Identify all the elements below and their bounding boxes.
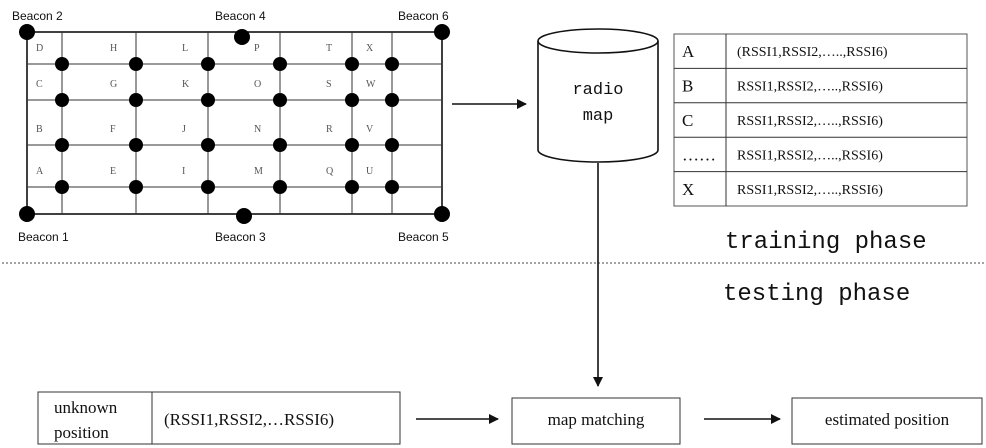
reference-point-x: [385, 57, 399, 71]
grid-lines: [27, 32, 442, 214]
reference-point-label-p: P: [254, 43, 260, 54]
reference-point-a: [55, 180, 69, 194]
reference-point-i: [201, 180, 215, 194]
unknown-position-label-line1: unknown: [54, 398, 118, 417]
unknown-position-box: unknown position (RSSI1,RSSI2,…RSSI6): [37, 391, 401, 445]
reference-point-e: [129, 180, 143, 194]
reference-point-label-n: N: [254, 124, 261, 135]
reference-point-label-j: J: [182, 124, 186, 135]
reference-point-d: [55, 57, 69, 71]
estimated-position-label: estimated position: [825, 410, 950, 429]
reference-point-r: [345, 138, 359, 152]
reference-point-f: [129, 138, 143, 152]
unknown-position-border: [37, 391, 401, 445]
reference-point-label-f: F: [110, 124, 116, 135]
fingerprint-table-rssi-vector: RSSI1,RSSI2,…..,RSSI6): [737, 114, 883, 129]
reference-point-label-c: C: [36, 79, 43, 90]
fingerprint-table-rssi-vector: RSSI1,RSSI2,…..,RSSI6): [737, 183, 883, 198]
reference-point-label-r: R: [326, 124, 333, 135]
reference-point-label-i: I: [182, 166, 185, 177]
beacon-6-marker: [434, 24, 450, 40]
reference-point-label-k: K: [182, 79, 190, 90]
reference-point-o: [273, 93, 287, 107]
reference-point-n: [273, 138, 287, 152]
reference-point-label-d: D: [36, 43, 43, 54]
radio-map-database: radio map: [537, 28, 659, 163]
unknown-position-rssi: (RSSI1,RSSI2,…RSSI6): [164, 410, 334, 429]
beacon-5-label: Beacon 5: [398, 230, 449, 244]
fingerprint-table-border: [673, 33, 968, 207]
reference-point-label-e: E: [110, 166, 116, 177]
reference-point-label-s: S: [326, 79, 332, 90]
reference-point-k: [201, 93, 215, 107]
reference-point-v: [385, 138, 399, 152]
reference-point-label-q: Q: [326, 166, 334, 177]
reference-point-label-u: U: [366, 166, 374, 177]
reference-point-u: [385, 180, 399, 194]
reference-point-w: [385, 93, 399, 107]
reference-point-j: [201, 138, 215, 152]
reference-point-h: [129, 57, 143, 71]
reference-point-label-h: H: [110, 43, 117, 54]
fingerprint-table-point: X: [682, 180, 694, 199]
radio-map-label-line2: map: [583, 107, 614, 126]
reference-point-g: [129, 93, 143, 107]
reference-point-label-g: G: [110, 79, 117, 90]
reference-point-label-t: T: [326, 43, 332, 54]
reference-point-q: [345, 180, 359, 194]
reference-point-label-o: O: [254, 79, 261, 90]
reference-point-label-v: V: [366, 124, 374, 135]
testing-phase-label: testing phase: [723, 281, 910, 308]
map-matching-label: map matching: [548, 410, 645, 429]
reference-point-label-x: X: [366, 43, 374, 54]
reference-point-l: [201, 57, 215, 71]
reference-point-s: [345, 93, 359, 107]
reference-points: [55, 57, 399, 194]
fingerprint-table-point: C: [682, 111, 693, 130]
reference-point-p: [273, 57, 287, 71]
training-phase-label: training phase: [725, 229, 927, 256]
estimated-position-border: [791, 397, 983, 445]
fingerprint-table-rssi-vector: RSSI1,RSSI2,…..,RSSI6): [737, 80, 883, 95]
beacon-3-label: Beacon 3: [215, 230, 266, 244]
floor-outline: [26, 31, 443, 215]
estimated-position-box: estimated position: [791, 397, 983, 445]
beacon-1-marker: [19, 206, 35, 222]
beacon-2-marker: [19, 24, 35, 40]
reference-point-b: [55, 138, 69, 152]
beacon-4-marker: [234, 29, 250, 45]
map-matching-box: map matching: [511, 397, 681, 445]
floor-grid: D H L P T X C G K O S W B F J N R V A E I M Q U Beacon 2 Beacon…: [12, 9, 450, 244]
reference-point-c: [55, 93, 69, 107]
radio-map-cylinder-top: [537, 28, 659, 54]
beacon-4-label: Beacon 4: [215, 9, 266, 23]
fingerprint-table-point: ……: [682, 145, 716, 164]
beacon-5-marker: [434, 206, 450, 222]
radio-map-cylinder-body: [537, 41, 659, 163]
beacon-6-label: Beacon 6: [398, 9, 449, 23]
reference-point-labels: D H L P T X C G K O S W B F J N R V A E I M Q U: [36, 43, 376, 177]
reference-point-label-a: A: [36, 166, 44, 177]
fingerprint-table-rssi-vector: (RSSI1,RSSI2,…..,RSSI6): [737, 45, 888, 60]
unknown-position-label-line2: position: [54, 423, 109, 442]
fingerprint-table-rssi-vector: RSSI1,RSSI2,…..,RSSI6): [737, 148, 883, 163]
reference-point-label-m: M: [254, 166, 263, 177]
reference-point-m: [273, 180, 287, 194]
reference-point-label-l: L: [182, 43, 188, 54]
radio-map-label-line1: radio: [572, 81, 623, 100]
reference-point-label-b: B: [36, 124, 43, 135]
fingerprint-table: A (RSSI1,RSSI2,…..,RSSI6) B RSSI1,RSSI2,…..…: [673, 33, 968, 207]
reference-point-t: [345, 57, 359, 71]
fingerprint-table-point: A: [682, 42, 695, 61]
fingerprint-table-point: B: [682, 77, 693, 96]
beacon-3-marker: [236, 208, 252, 224]
beacon-2-label: Beacon 2: [12, 9, 63, 23]
reference-point-label-w: W: [366, 79, 376, 90]
map-matching-border: [511, 397, 681, 445]
beacon-1-label: Beacon 1: [18, 230, 69, 244]
